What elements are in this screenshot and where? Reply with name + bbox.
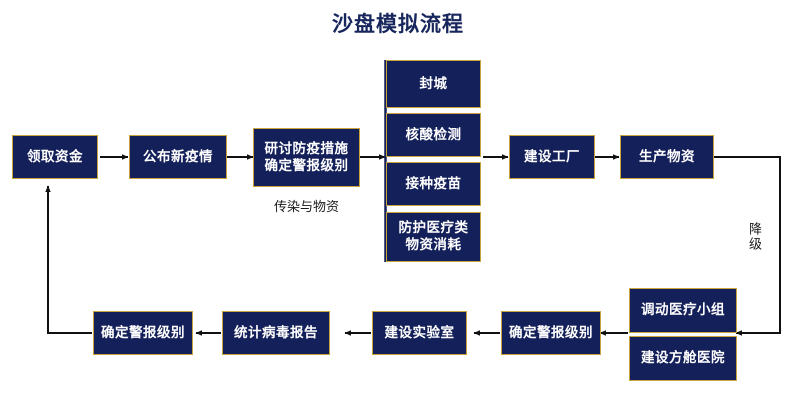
node-build-lab[interactable]: 建设实验室 — [372, 311, 467, 355]
node-mobilize-medical-team-label: 调动医疗小组 — [641, 302, 725, 318]
node-nucleic-test-label: 核酸检测 — [405, 126, 462, 142]
caption-transmission-supplies-text: 传染与物资 — [273, 199, 339, 214]
node-lockdown[interactable]: 封城 — [386, 60, 481, 108]
node-confirm-alert-level-left[interactable]: 确定警报级别 — [93, 311, 193, 355]
node-confirm-alert-level-left-label: 确定警报级别 — [101, 324, 185, 340]
node-get-funds[interactable]: 领取资金 — [12, 135, 98, 179]
node-virus-report[interactable]: 统计病毒报告 — [222, 311, 330, 355]
node-build-shelter-hospital-label: 建设方舱医院 — [641, 350, 725, 366]
node-supply-consumption[interactable]: 防护医疗类 物资消耗 — [386, 212, 481, 262]
node-announce-epidemic[interactable]: 公布新疫情 — [129, 135, 227, 179]
edge-confirm-left-to-funds — [45, 185, 92, 334]
node-supply-consumption-line2: 物资消耗 — [405, 237, 462, 252]
node-get-funds-label: 领取资金 — [27, 148, 83, 164]
node-lockdown-label: 封城 — [419, 75, 448, 91]
caption-transmission-supplies: 传染与物资 — [253, 196, 360, 215]
node-build-factory[interactable]: 建设工厂 — [509, 135, 595, 179]
node-confirm-alert-level-right[interactable]: 确定警报级别 — [501, 311, 601, 355]
node-produce-supplies[interactable]: 生产物资 — [620, 135, 714, 179]
node-build-lab-label: 建设实验室 — [384, 324, 455, 340]
node-vaccinate[interactable]: 接种疫苗 — [386, 162, 481, 206]
page-title: 沙盘模拟流程 — [332, 13, 464, 36]
node-produce-supplies-label: 生产物资 — [639, 148, 695, 164]
edge-label-downgrade: 降级 — [747, 222, 762, 252]
node-virus-report-label: 统计病毒报告 — [234, 324, 318, 340]
node-announce-epidemic-label: 公布新疫情 — [143, 148, 213, 164]
node-discuss-measures-line1: 研讨防疫措施 — [264, 140, 349, 156]
edge-label-downgrade-text: 降级 — [747, 222, 762, 252]
node-supply-consumption-line1: 防护医疗类 — [398, 220, 469, 236]
node-mobilize-medical-team[interactable]: 调动医疗小组 — [629, 288, 737, 333]
node-discuss-measures[interactable]: 研讨防疫措施 确定警报级别 — [253, 128, 360, 187]
node-confirm-alert-level-right-label: 确定警报级别 — [509, 324, 593, 340]
node-nucleic-test[interactable]: 核酸检测 — [386, 113, 481, 157]
node-vaccinate-label: 接种疫苗 — [405, 175, 462, 191]
node-build-factory-label: 建设工厂 — [524, 148, 580, 164]
node-build-shelter-hospital[interactable]: 建设方舱医院 — [629, 336, 737, 381]
node-discuss-measures-line2: 确定警报级别 — [264, 157, 349, 173]
